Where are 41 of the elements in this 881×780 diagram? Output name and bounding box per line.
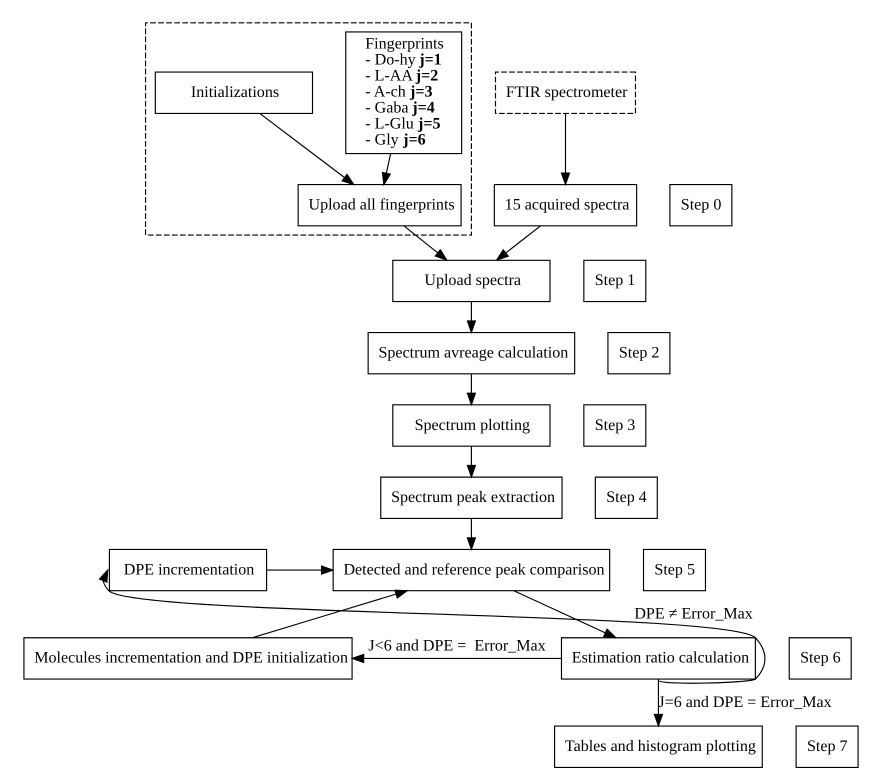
node-box: Detected and reference peak comparison bbox=[332, 548, 610, 591]
node-box: 15 acquired spectra bbox=[493, 183, 637, 226]
arrow bbox=[98, 568, 765, 684]
node-box: Tables and histogram plotting bbox=[554, 725, 762, 768]
node-box: Step 5 bbox=[642, 548, 706, 591]
cluster bbox=[144, 22, 472, 236]
node-box: Spectrum plotting bbox=[392, 404, 550, 446]
node-box: Spectrum peak extraction bbox=[380, 476, 562, 518]
arrow bbox=[560, 113, 570, 186]
node-box: Step 7 bbox=[795, 725, 858, 768]
edge-label: J=6 and DPE = Error_Max bbox=[658, 693, 832, 710]
node-box: Step 6 bbox=[788, 636, 852, 680]
arrow bbox=[381, 153, 391, 186]
edge-label: J<6 and DPE = Error_Max bbox=[368, 637, 546, 654]
node-box: DPE incrementation bbox=[108, 548, 267, 591]
arrow bbox=[466, 301, 476, 334]
arrow bbox=[653, 678, 663, 728]
arrow bbox=[466, 518, 476, 550]
arrow bbox=[350, 653, 561, 663]
node-box: Fingerprints - Do-hy j=1 - L-AA j=2 - A-ch j=3 - Gaba j=4 - L-Glu j=5 - Gly j=6 bbox=[344, 30, 462, 154]
node-box: Step 1 bbox=[582, 259, 646, 302]
arrow bbox=[466, 374, 476, 406]
node-box: Upload spectra bbox=[392, 259, 550, 302]
arrow bbox=[266, 564, 334, 574]
node-box: Upload all fingerprints bbox=[297, 183, 462, 226]
arrow bbox=[252, 589, 408, 638]
node-box: Step 2 bbox=[606, 331, 670, 374]
node-box: Step 0 bbox=[668, 183, 732, 226]
arrow bbox=[494, 225, 540, 261]
arrow bbox=[466, 446, 476, 478]
node-box: Step 4 bbox=[594, 476, 658, 518]
node-box: Molecules incrementation and DPE initialization bbox=[22, 636, 352, 680]
arrow bbox=[513, 590, 617, 638]
node-box: Step 3 bbox=[582, 404, 646, 446]
node-box: Initializations bbox=[154, 71, 313, 114]
node-box: Estimation ratio calculation bbox=[560, 636, 756, 680]
arrow bbox=[259, 112, 355, 186]
arrow bbox=[403, 225, 448, 261]
node-box: FTIR spectrometer bbox=[494, 71, 636, 114]
node-box: Spectrum avreage calculation bbox=[367, 331, 575, 374]
edge-label: DPE ≠ Error_Max bbox=[634, 604, 752, 622]
